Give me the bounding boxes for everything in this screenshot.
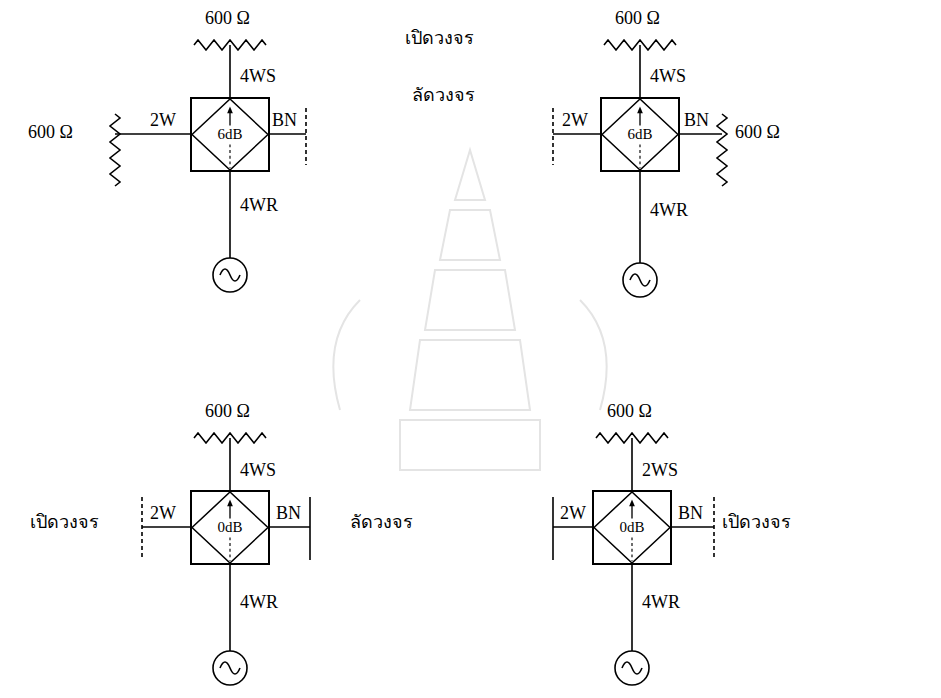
resistor-symbol	[110, 114, 120, 186]
sine-symbol	[220, 269, 240, 281]
open-circuit-mark	[305, 108, 307, 165]
loss-value: 6dB	[625, 126, 654, 143]
resistor-value: 600 Ω	[615, 8, 660, 28]
wire	[631, 565, 633, 651]
sine-symbol	[630, 274, 650, 286]
hybrid-transformer-box: 6dB	[600, 97, 680, 172]
open-circuit-note: เปิดวงจร	[722, 512, 791, 532]
short-circuit-note: ลัดวงจร	[350, 512, 413, 532]
port-name: 2W	[150, 110, 176, 130]
hybrid-transformer-box: 0dB	[592, 490, 672, 565]
wire	[270, 526, 310, 528]
resistor-value: 600 Ω	[205, 401, 250, 421]
wire	[672, 526, 714, 528]
open-circuit-mark	[552, 108, 554, 165]
hybrid-transformer-box: 6dB	[190, 97, 270, 172]
wire	[553, 526, 592, 528]
short-circuit-mark	[309, 497, 311, 560]
wire	[229, 438, 231, 490]
wire	[631, 438, 633, 490]
resistor-symbol	[717, 114, 727, 186]
wire	[229, 45, 231, 97]
wire	[270, 133, 306, 135]
diamond-outline	[192, 492, 268, 563]
loss-value: 0dB	[617, 519, 646, 536]
diamond-outline	[192, 99, 268, 170]
hybrid-transformer-box: 0dB	[190, 490, 270, 565]
resistor-value: 600 Ω	[735, 122, 780, 142]
sine-symbol	[622, 662, 642, 674]
sine-symbol	[220, 662, 240, 674]
port-name: 2W	[150, 503, 176, 523]
signal-source	[615, 651, 649, 685]
dashed-path	[631, 537, 632, 561]
port-name: 2W	[562, 110, 588, 130]
wire	[680, 133, 722, 135]
short-circuit-mark	[552, 497, 554, 560]
port-name: BN	[272, 110, 297, 130]
watermark-emblem	[333, 150, 606, 470]
resistor-value: 600 Ω	[28, 122, 73, 142]
dashed-path	[229, 537, 230, 561]
port-name: BN	[276, 503, 301, 523]
wire	[553, 133, 600, 135]
port-name: BN	[678, 503, 703, 523]
arrow-head	[227, 107, 233, 114]
port-name: 4WS	[240, 460, 276, 480]
wire	[229, 565, 231, 651]
port-name: 4WS	[240, 66, 276, 86]
signal-source	[213, 258, 247, 292]
open-circuit-mark	[713, 497, 715, 560]
port-name: 4WR	[642, 592, 680, 612]
arrow-head	[637, 107, 643, 114]
port-name: 4WR	[240, 195, 278, 215]
port-name: 4WR	[240, 592, 278, 612]
arrow-head	[629, 500, 635, 507]
port-name: 4WR	[650, 200, 688, 220]
signal-source	[213, 651, 247, 685]
wire	[229, 172, 231, 258]
dashed-path	[229, 144, 230, 168]
resistor-value: 600 Ω	[205, 8, 250, 28]
wire	[639, 45, 641, 97]
dashed-path	[639, 144, 640, 168]
wire	[639, 172, 641, 263]
port-name: BN	[684, 110, 709, 130]
diamond-outline	[602, 99, 678, 170]
port-name: 4WS	[650, 66, 686, 86]
wire	[142, 526, 190, 528]
arrow-head	[227, 500, 233, 507]
loss-value: 6dB	[215, 126, 244, 143]
port-name: 2WS	[642, 460, 678, 480]
port-name: 2W	[560, 503, 586, 523]
signal-source	[623, 263, 657, 297]
open-circuit-mark	[141, 497, 143, 560]
short-circuit-note: ลัดวงจร	[412, 85, 475, 105]
open-circuit-note: เปิดวงจร	[405, 28, 474, 48]
resistor-value: 600 Ω	[607, 401, 652, 421]
loss-value: 0dB	[215, 519, 244, 536]
wire	[115, 133, 190, 135]
diamond-outline	[594, 492, 670, 563]
open-circuit-note: เปิดวงจร	[30, 512, 99, 532]
